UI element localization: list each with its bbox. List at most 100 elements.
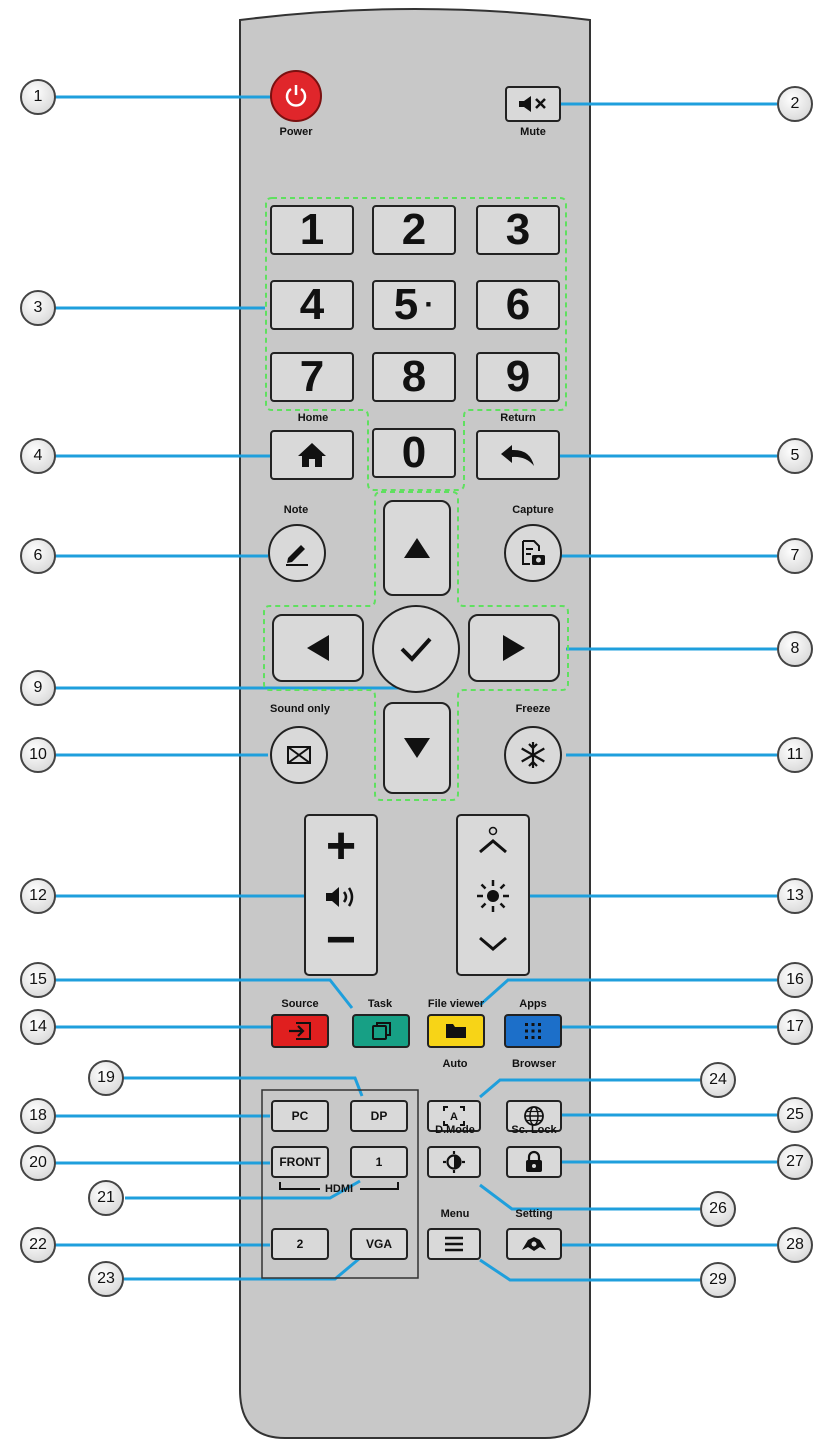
- vga-button[interactable]: VGA: [350, 1228, 408, 1260]
- menu-button[interactable]: [427, 1228, 481, 1260]
- callout-3: 3: [20, 290, 56, 326]
- capture-icon: [522, 540, 545, 565]
- mute-label: Mute: [520, 126, 546, 138]
- brightness-up-icon[interactable]: [476, 826, 510, 858]
- callout-27: 27: [777, 1144, 813, 1180]
- capture-button[interactable]: [504, 524, 562, 582]
- svg-text:A: A: [450, 1111, 458, 1123]
- down-button[interactable]: [383, 702, 451, 794]
- home-icon: [298, 443, 326, 467]
- task-button[interactable]: [352, 1014, 410, 1048]
- freeze-snowflake-icon: [521, 742, 545, 768]
- callout-18: 18: [20, 1098, 56, 1134]
- volume-plus[interactable]: +: [325, 817, 357, 875]
- hdmi-bracket: [279, 1182, 399, 1190]
- source-button[interactable]: [271, 1014, 329, 1048]
- task-label: Task: [367, 998, 393, 1010]
- freeze-label: Freeze: [515, 703, 551, 715]
- ok-button[interactable]: [372, 605, 460, 693]
- ok-check-icon: [400, 637, 432, 662]
- callout-5: 5: [777, 438, 813, 474]
- auto-button[interactable]: A: [427, 1100, 481, 1132]
- volume-minus[interactable]: −: [325, 911, 357, 969]
- source-input-icon: [289, 1022, 311, 1040]
- callout-21: 21: [88, 1180, 124, 1216]
- freeze-button[interactable]: [504, 726, 562, 784]
- left-button[interactable]: [272, 614, 364, 682]
- lock-icon: [526, 1150, 542, 1172]
- setting-label: Setting: [515, 1208, 553, 1220]
- sound-only-button[interactable]: [270, 726, 328, 784]
- num-3-button[interactable]: 3: [476, 205, 560, 255]
- volume-rocker: [304, 814, 378, 976]
- sound-only-icon: [287, 746, 311, 764]
- callout-7: 7: [777, 538, 813, 574]
- dmode-label: D.Mode: [435, 1124, 475, 1136]
- num-7-button[interactable]: 7: [270, 352, 354, 402]
- setting-button[interactable]: [506, 1228, 562, 1260]
- num-9-button[interactable]: 9: [476, 352, 560, 402]
- apps-grid-icon: [525, 1023, 541, 1039]
- return-button[interactable]: [476, 430, 560, 480]
- num-1-button[interactable]: 1: [270, 205, 354, 255]
- browser-button[interactable]: [506, 1100, 562, 1132]
- callout-23: 23: [88, 1261, 124, 1297]
- note-button[interactable]: [268, 524, 326, 582]
- hdmi1-button[interactable]: 1: [350, 1146, 408, 1178]
- folder-icon: [446, 1024, 466, 1038]
- callout-28: 28: [777, 1227, 813, 1263]
- apps-button[interactable]: [504, 1014, 562, 1048]
- dmode-button[interactable]: [427, 1146, 481, 1178]
- callout-11: 11: [777, 737, 813, 773]
- pc-button[interactable]: PC: [271, 1100, 329, 1132]
- sclock-label: Sc. Lock: [511, 1124, 557, 1136]
- callout-14: 14: [20, 1009, 56, 1045]
- num-5-button[interactable]: 5 ·: [372, 280, 456, 330]
- power-label: Power: [279, 126, 313, 138]
- callout-9: 9: [20, 670, 56, 706]
- brightness-icon: [477, 880, 509, 912]
- sound-only-label: Sound only: [270, 703, 330, 715]
- callout-1: 1: [20, 79, 56, 115]
- num-8-button[interactable]: 8: [372, 352, 456, 402]
- home-label: Home: [297, 412, 329, 424]
- callout-4: 4: [20, 438, 56, 474]
- sclock-button[interactable]: [506, 1146, 562, 1178]
- home-button[interactable]: [270, 430, 354, 480]
- menu-label: Menu: [440, 1208, 470, 1220]
- file-viewer-button[interactable]: [427, 1014, 485, 1048]
- mute-button[interactable]: [505, 86, 561, 122]
- callout-12: 12: [20, 878, 56, 914]
- num-4-button[interactable]: 4: [270, 280, 354, 330]
- browser-label: Browser: [511, 1058, 557, 1070]
- callout-13: 13: [777, 878, 813, 914]
- num-5-label: 5: [393, 280, 419, 329]
- up-button[interactable]: [383, 500, 451, 596]
- brightness-down-icon[interactable]: [476, 934, 510, 954]
- callout-8: 8: [777, 631, 813, 667]
- callout-24: 24: [700, 1062, 736, 1098]
- num-5-dot: ·: [424, 288, 435, 321]
- callout-2: 2: [777, 86, 813, 122]
- dp-button[interactable]: DP: [350, 1100, 408, 1132]
- num-2-button[interactable]: 2: [372, 205, 456, 255]
- display-mode-icon: [443, 1151, 465, 1173]
- note-pen-icon: [286, 545, 308, 566]
- callout-22: 22: [20, 1227, 56, 1263]
- return-icon: [501, 445, 534, 466]
- leader-lines: [55, 95, 777, 1282]
- callout-25: 25: [777, 1097, 813, 1133]
- numpad-highlight: [265, 197, 567, 491]
- callout-19: 19: [88, 1060, 124, 1096]
- num-6-button[interactable]: 6: [476, 280, 560, 330]
- return-label: Return: [500, 412, 536, 424]
- num-0-button[interactable]: 0: [372, 428, 456, 478]
- right-button[interactable]: [468, 614, 560, 682]
- hdmi2-button[interactable]: 2: [271, 1228, 329, 1260]
- capture-label: Capture: [512, 504, 554, 516]
- auto-label: Auto: [442, 1058, 468, 1070]
- front-button[interactable]: FRONT: [271, 1146, 329, 1178]
- callout-16: 16: [777, 962, 813, 998]
- arrow-right-icon: [503, 635, 525, 661]
- power-button[interactable]: [270, 70, 322, 122]
